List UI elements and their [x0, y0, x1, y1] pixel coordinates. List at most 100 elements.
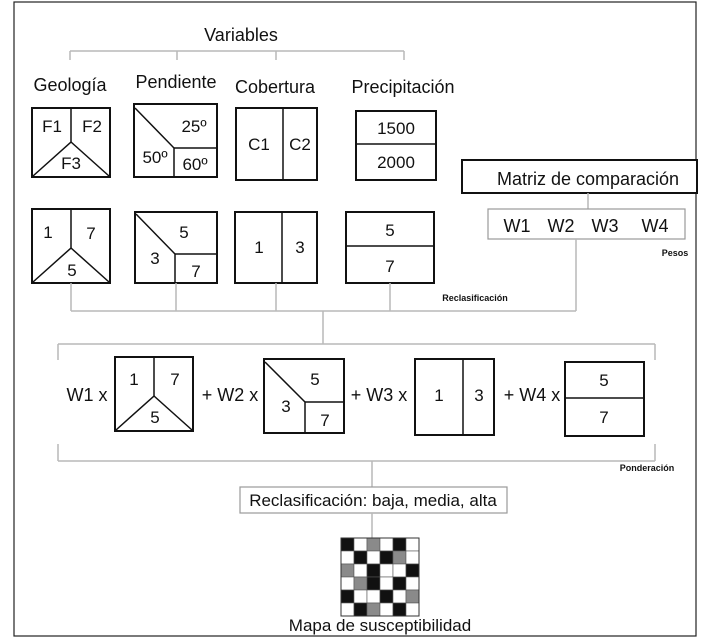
weighted-pendiente: 5 3 7	[263, 358, 345, 434]
reclass-cobertura-cell-1: 1	[254, 238, 263, 257]
map-cell	[405, 576, 420, 591]
map-cell	[353, 550, 368, 565]
susceptibility-map	[340, 537, 420, 617]
map-cell	[353, 576, 368, 591]
weighted-geologia-cell-1: 1	[129, 370, 138, 389]
map-cell	[366, 589, 381, 604]
map-cell	[353, 563, 368, 578]
map-cell	[392, 550, 407, 565]
weighted-pendiente-cell-1: 5	[310, 370, 319, 389]
map-cell	[392, 537, 407, 552]
reclass-geologia-cell-2: 7	[86, 224, 95, 243]
variables-title: Variables	[204, 25, 278, 45]
map-cell	[392, 602, 407, 617]
weighted-cobertura: 1 3	[414, 358, 495, 436]
map-cell	[353, 602, 368, 617]
map-cell	[340, 537, 355, 552]
map-border	[340, 537, 420, 617]
weighted-bracket: Ponderación	[57, 343, 675, 487]
final-reclass-label: Reclasificación: baja, media, alta	[249, 491, 497, 510]
variable-label-pendiente: Pendiente	[135, 72, 216, 92]
weight-w3: W3	[592, 216, 619, 236]
map-cell	[379, 537, 394, 552]
reclass-cobertura-cell-2: 3	[295, 238, 304, 257]
precipitacion-cell-1500: 1500	[377, 119, 415, 138]
comparison-matrix: Matriz de comparación W1 W2 W3 W4 Pesos	[461, 159, 698, 258]
term-w2: + W2 x	[202, 385, 259, 405]
reclass-geologia-cell-1: 1	[43, 223, 52, 242]
map-cell	[366, 576, 381, 591]
map-cell	[392, 563, 407, 578]
precipitacion-cell-2000: 2000	[377, 153, 415, 172]
term-w4: + W4 x	[504, 385, 561, 405]
weighted-geologia: 1 7 5	[114, 356, 194, 432]
reclass-pendiente-cell-1: 5	[179, 223, 188, 242]
map-cell	[405, 537, 420, 552]
pendiente-cell-25: 25º	[181, 117, 206, 136]
weighted-precipitacion-cell-2: 7	[599, 408, 608, 427]
map-cell	[340, 563, 355, 578]
weighted-geologia-cell-3: 5	[150, 408, 159, 427]
weighted-precipitacion: 5 7	[564, 361, 645, 437]
map-cell	[366, 602, 381, 617]
geologia-cell-f3: F3	[61, 154, 81, 173]
reclass-pendiente-cell-2: 3	[150, 249, 159, 268]
reclass-pendiente-cell-3: 7	[191, 262, 200, 281]
variable-label-geologia: Geología	[33, 75, 107, 95]
map-cell	[405, 550, 420, 565]
map-cell	[379, 550, 394, 565]
geologia-cell-f2: F2	[82, 117, 102, 136]
map-cell	[353, 589, 368, 604]
weight-w4: W4	[642, 216, 669, 236]
reclass-geologia-cell-3: 5	[67, 261, 76, 280]
cobertura-cell-c1: C1	[248, 135, 270, 154]
cobertura-map: C1 C2	[235, 107, 318, 181]
weighted-precipitacion-cell-1: 5	[599, 371, 608, 390]
map-cell	[366, 563, 381, 578]
weighted-geologia-cell-2: 7	[170, 370, 179, 389]
map-cell	[340, 602, 355, 617]
map-cell	[379, 589, 394, 604]
reclass-connectors: Reclasificación	[70, 239, 577, 344]
map-cell	[405, 563, 420, 578]
weights-label: Pesos	[662, 248, 689, 258]
weight-w2: W2	[548, 216, 575, 236]
reclass-geologia: 1 7 5	[31, 208, 111, 284]
weighted-cobertura-cell-2: 3	[474, 386, 483, 405]
final-reclassification: Reclasificación: baja, media, alta	[239, 486, 508, 538]
pendiente-cell-60: 60º	[182, 155, 207, 174]
reclass-precipitacion: 5 7	[345, 211, 435, 284]
map-cell	[366, 537, 381, 552]
map-cell	[379, 602, 394, 617]
matrix-title: Matriz de comparación	[497, 169, 679, 189]
reclasificacion-label: Reclasificación	[442, 293, 508, 303]
pendiente-map: 25º 50º 60º	[133, 103, 218, 178]
map-cell	[340, 576, 355, 591]
map-cell	[340, 550, 355, 565]
term-w3: + W3 x	[351, 385, 408, 405]
variables-bracket: Variables	[69, 25, 405, 60]
reclass-cobertura: 1 3	[234, 211, 318, 284]
reclass-precipitacion-cell-1: 5	[385, 221, 394, 240]
map-title: Mapa de susceptibilidad	[289, 616, 471, 635]
pendiente-cell-50: 50º	[142, 148, 167, 167]
map-cell	[353, 537, 368, 552]
ponderacion-label: Ponderación	[620, 463, 675, 473]
term-w1: W1 x	[66, 385, 107, 405]
reclass-pendiente: 5 3 7	[134, 211, 218, 284]
diagram-frame	[13, 1, 697, 637]
map-cell	[392, 576, 407, 591]
map-cell	[405, 602, 420, 617]
map-cell	[405, 589, 420, 604]
cobertura-cell-c2: C2	[289, 135, 311, 154]
weighted-pendiente-cell-3: 7	[320, 411, 329, 430]
map-cell	[379, 563, 394, 578]
map-cell	[366, 550, 381, 565]
map-cell	[392, 589, 407, 604]
weighted-pendiente-cell-2: 3	[281, 397, 290, 416]
weighted-cobertura-cell-1: 1	[434, 386, 443, 405]
variable-label-cobertura: Cobertura	[235, 77, 316, 97]
variable-label-precipitacion: Precipitación	[351, 77, 454, 97]
geologia-cell-f1: F1	[42, 117, 62, 136]
